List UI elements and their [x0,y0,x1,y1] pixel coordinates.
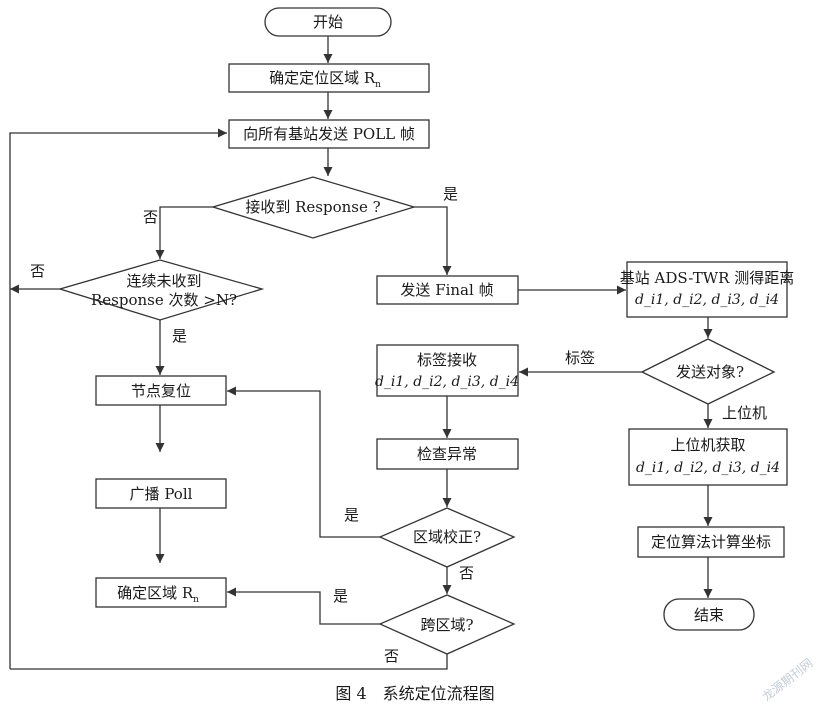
watermark: 龙源期刊网 [760,656,816,704]
host-acquire-box [628,428,788,486]
edge-label-tag: 标签 [565,349,595,367]
receive-response-decision [210,176,417,239]
tag-receive-box [376,344,519,397]
locate-calc-label: 定位算法计算坐标 [651,533,771,551]
node-shapes [57,7,788,655]
end-label: 结束 [694,606,724,624]
define-region-subscript: n [375,80,381,90]
edge-label-consecutive-yes: 是 [172,327,187,345]
broadcast-poll-label: 广播 Poll [130,485,193,503]
send-poll-label: 向所有基站发送 POLL 帧 [243,125,415,143]
edge-loop-back [9,128,227,669]
send-final-label: 发送 Final 帧 [400,281,493,299]
consecutive-miss-label-1: 连续未收到 [126,272,201,290]
tag-receive-label-1: 标签接收 [417,351,477,369]
edge-label-host: 上位机 [722,404,767,422]
broadcast-poll-box [95,478,227,509]
node-labels: 开始 确定定位区域 Rn 向所有基站发送 POLL 帧 接收到 Response… [91,13,794,634]
check-abnormal-box [376,438,519,470]
consecutive-miss-decision [57,259,265,321]
connectors [9,36,713,670]
locate-calc-box [637,526,785,558]
adstwr-label-2: d_i1, d_i2, d_i3, d_i4 [635,292,779,308]
end-terminal [663,598,755,631]
edge-labels: 否 是 否 是 标签 上位机 是 否 是 否 [30,185,767,665]
edge-response-no [155,206,213,259]
adstwr-label-1: 基站 ADS-TWR 测得距离 [620,269,794,287]
define-area-subscript: n [193,595,199,605]
region-correction-decision [378,507,516,568]
define-region-box [228,63,430,93]
node-reset-box [95,375,227,406]
send-poll-box [228,119,430,149]
edge-region-yes [227,386,380,538]
start-terminal [264,7,392,37]
edge-label-response-yes: 是 [443,185,458,203]
send-final-box [376,275,519,305]
define-area-box [95,577,227,608]
cross-region-label: 跨区域? [420,616,473,634]
edge-response-yes [414,206,452,275]
send-target-decision [640,338,776,405]
edge-label-response-no: 否 [143,208,158,226]
tag-receive-label-2: d_i1, d_i2, d_i3, d_i4 [375,374,519,390]
consecutive-miss-label-2: Response 次数 >N? [91,291,237,309]
node-reset-label: 节点复位 [131,382,191,400]
host-acquire-label-2: d_i1, d_i2, d_i3, d_i4 [636,460,780,476]
define-area-label: 确定区域 Rn [117,584,199,605]
adstwr-box [626,261,788,318]
host-acquire-label-1: 上位机获取 [670,436,745,454]
edge-cross-no [10,654,448,670]
define-region-text: 确定定位区域 R [269,69,376,87]
send-target-label: 发送对象? [676,363,744,381]
edge-label-consecutive-no: 否 [30,262,45,280]
define-area-text: 确定区域 R [117,584,194,602]
receive-response-label: 接收到 Response ? [245,198,380,216]
figure-caption: 图 4 系统定位流程图 [335,684,494,703]
define-region-label: 确定定位区域 Rn [269,69,381,90]
region-correction-label: 区域校正? [413,528,481,546]
edge-label-cross-yes: 是 [333,587,348,605]
start-label: 开始 [313,13,343,31]
cross-region-decision [378,594,516,655]
edge-label-cross-no: 否 [384,647,399,665]
edge-label-region-no: 否 [459,564,474,582]
edge-label-region-yes: 是 [344,506,359,524]
edge-cross-yes [227,587,380,625]
check-abnormal-label: 检查异常 [417,445,477,463]
